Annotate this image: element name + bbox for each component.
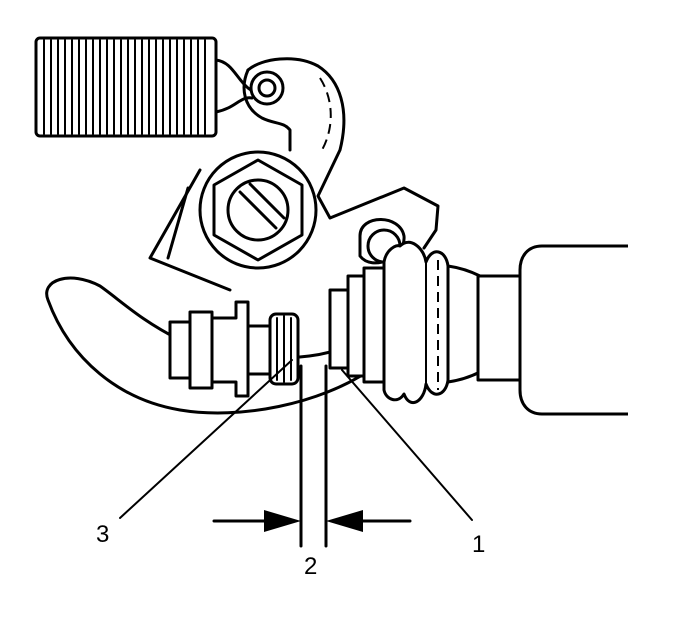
lever-arm <box>148 168 232 292</box>
callout-2: 2 <box>304 553 317 580</box>
arrow-left-icon <box>326 510 363 532</box>
callout-1: 1 <box>472 531 485 558</box>
leader-lines <box>119 359 473 521</box>
lever-plate <box>242 57 440 250</box>
return-spring <box>34 36 274 138</box>
cylinder-housing <box>476 244 628 416</box>
rubber-boot <box>382 240 482 405</box>
adjuster-screw <box>168 300 300 398</box>
clearance-measurement <box>212 364 412 548</box>
arrow-right-icon <box>264 510 301 532</box>
pivot-nut <box>198 150 318 270</box>
callout-3: 3 <box>96 521 109 548</box>
